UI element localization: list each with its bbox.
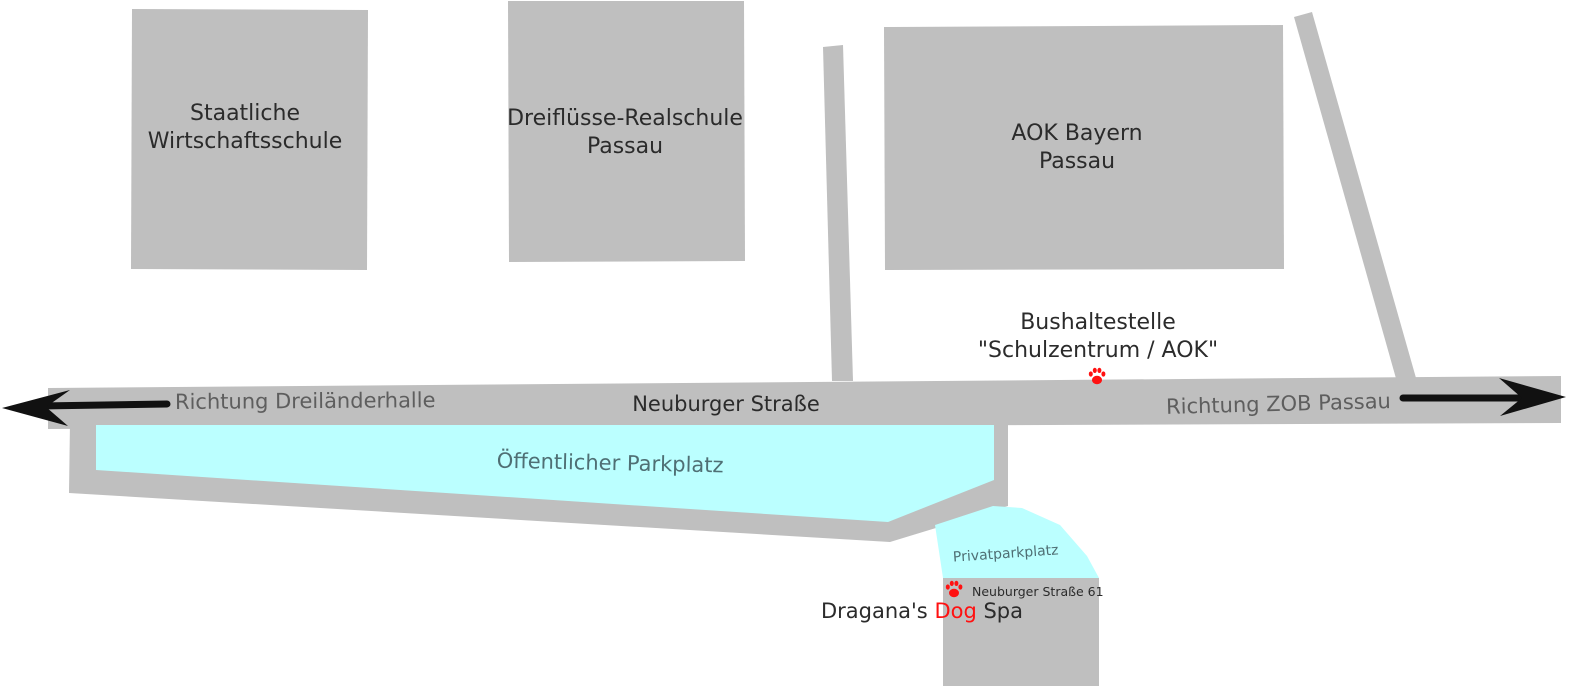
aok-label-line1: AOK Bayern	[1011, 121, 1142, 146]
destination-address: Neuburger Straße 61	[972, 584, 1104, 599]
realschule-label-line1: Dreiflüsse-Realschule	[507, 106, 743, 131]
realschule-label-line2: Passau	[587, 134, 663, 159]
bus-stop-label-line1: Bushaltestelle	[1020, 310, 1176, 335]
side-street-middle	[823, 45, 853, 381]
left-direction-arrow	[2, 390, 171, 426]
wirtschaftsschule-label-line2: Wirtschaftsschule	[148, 129, 343, 154]
main-road	[48, 376, 1561, 429]
main-road-label: Neuburger Straße	[632, 392, 820, 416]
public-parking-area	[96, 425, 994, 522]
right-direction-arrow	[1399, 378, 1566, 416]
bus-stop-label-line2: "Schulzentrum / AOK"	[978, 338, 1218, 363]
destination-name-part2: Spa	[977, 599, 1023, 623]
side-street-right	[1294, 12, 1416, 382]
direction-left-label: Richtung Dreiländerhalle	[175, 388, 436, 414]
aok-label-line2: Passau	[1039, 149, 1115, 174]
destination-name: Dragana's Dog Spa	[821, 599, 1023, 623]
public-parking-label: Öffentlicher Parkplatz	[496, 448, 723, 478]
direction-right-label: Richtung ZOB Passau	[1166, 389, 1391, 419]
building-wirtschaftsschule	[131, 9, 368, 270]
building-aok	[884, 25, 1284, 270]
building-realschule	[508, 1, 745, 262]
private-parking-label: Privatparkplatz	[952, 542, 1059, 565]
destination-name-highlight: Dog	[934, 599, 976, 623]
wirtschaftsschule-label-line1: Staatliche	[190, 101, 300, 126]
destination-name-part1: Dragana's	[821, 599, 934, 623]
building-dog-spa	[943, 578, 1099, 686]
private-parking-area	[935, 506, 1099, 578]
